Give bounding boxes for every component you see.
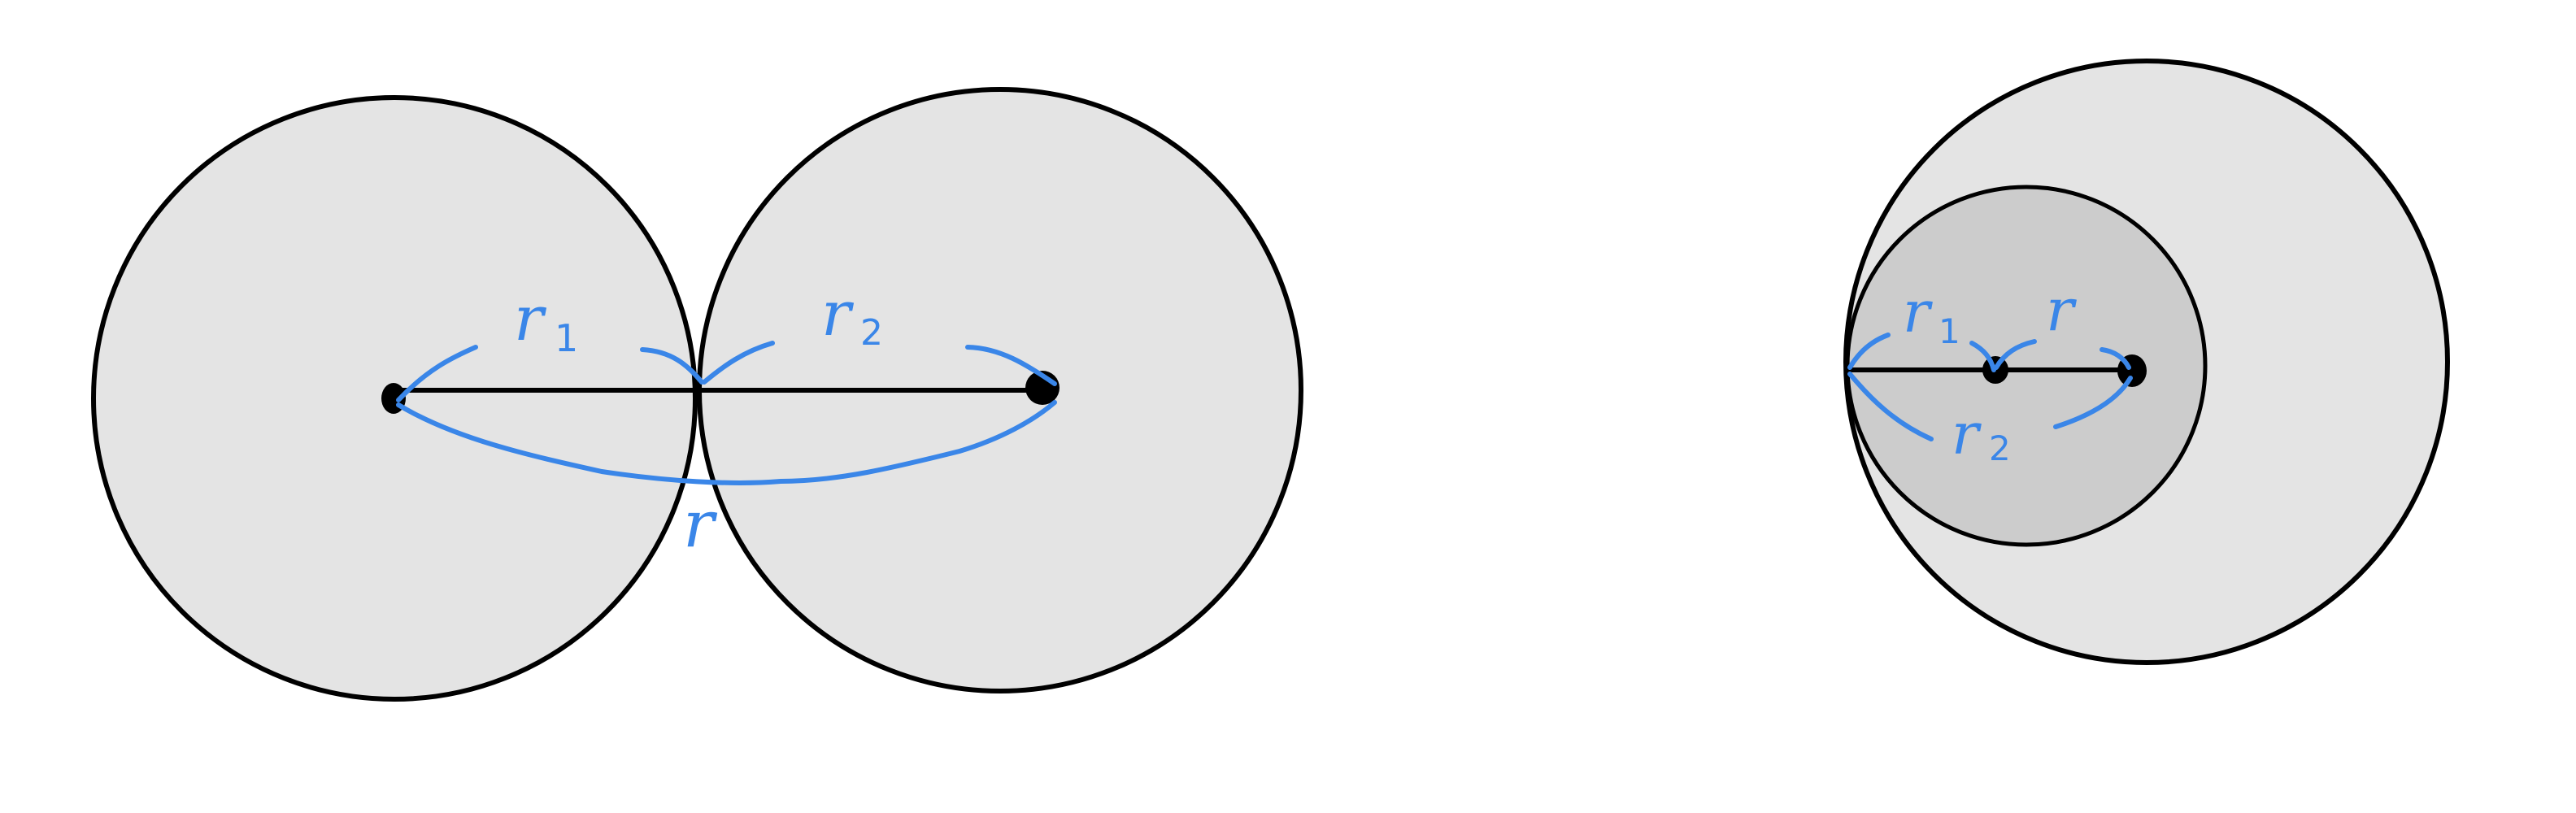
- label-r1-main: r: [514, 282, 547, 354]
- label-r1-main: r: [1903, 279, 1933, 346]
- externally-tangent-figure: r 1 r 2 r: [91, 87, 1303, 702]
- r2-brace-right: [2053, 376, 2133, 429]
- r2-brace-right: [965, 345, 1057, 386]
- inner-circle: [1845, 185, 2208, 547]
- r1-brace-right: [1969, 341, 1996, 372]
- r2-brace-left: [702, 341, 775, 385]
- label-r2-sub: 2: [860, 312, 883, 354]
- label-r1-sub: 1: [555, 316, 578, 360]
- r1-brace-left: [396, 345, 478, 402]
- label-r: r: [2046, 276, 2077, 344]
- r-brace-left: [1994, 339, 2037, 370]
- label-r: r: [683, 486, 718, 562]
- label-r2-sub: 2: [1989, 428, 2011, 468]
- r1-brace-left: [1847, 333, 1891, 370]
- label-r2-main: r: [1952, 401, 1982, 467]
- r-brace: [396, 400, 1057, 485]
- r-brace-right: [2100, 347, 2131, 370]
- internally-tangent-figure: r 1 r r 2: [1843, 59, 2450, 665]
- label-r1-sub: 1: [1939, 311, 1960, 351]
- r2-brace-left: [1847, 372, 1934, 441]
- r1-brace-right: [640, 347, 704, 385]
- label-r2-main: r: [821, 277, 855, 350]
